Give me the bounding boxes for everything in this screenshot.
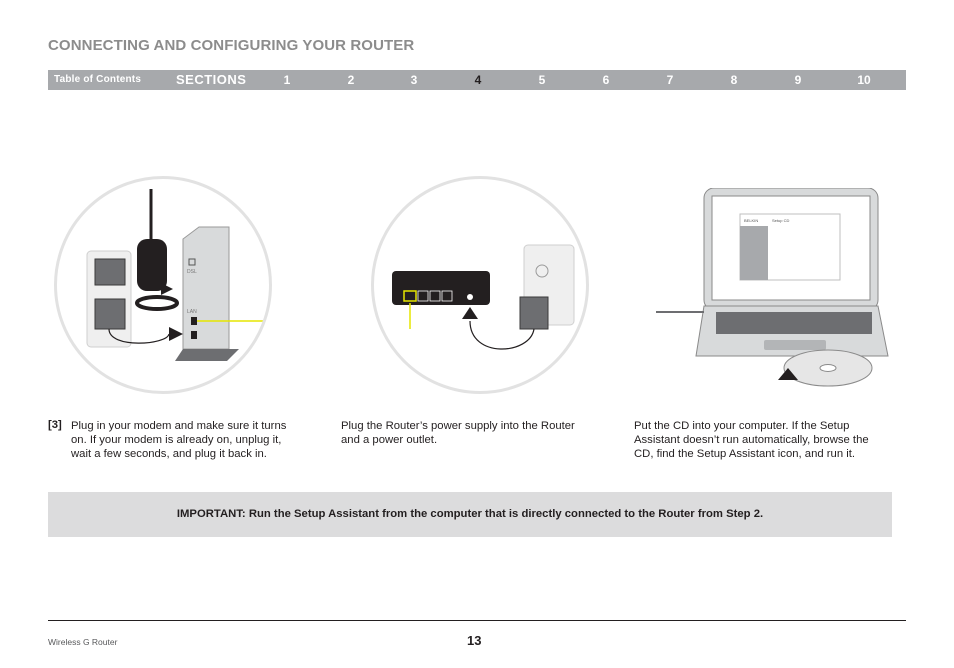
step-number: [3] (48, 419, 62, 431)
caption-line: Plug the Router’s power supply into the … (341, 420, 575, 432)
power-supply-illustration (371, 176, 589, 394)
footer-product-name: Wireless G Router (48, 637, 118, 647)
nav-section-6[interactable]: 6 (602, 73, 610, 87)
caption-line: on. If your modem is already on, unplug … (71, 434, 282, 446)
router-dsl-label: DSL (187, 269, 197, 275)
step-3-caption: Plug in your modem and make sure it turn… (71, 419, 321, 461)
laptop-cd-drawing: BELKIN Setup CD (656, 187, 889, 387)
caption-line: Assistant doesn’t run automatically, bro… (634, 434, 869, 446)
caption-line: Plug in your modem and make sure it turn… (71, 420, 287, 432)
section-nav-bar: Table of Contents SECTIONS 1 2 3 4 5 6 7… (48, 70, 906, 90)
laptop-cd-illustration: BELKIN Setup CD (656, 187, 892, 388)
nav-section-5[interactable]: 5 (538, 73, 546, 87)
footer-divider (48, 620, 906, 621)
router-lan-label: LAN (187, 309, 197, 315)
page-title: CONNECTING AND CONFIGURING YOUR ROUTER (48, 37, 415, 54)
nav-section-2[interactable]: 2 (347, 73, 355, 87)
caption-line: and a power outlet. (341, 434, 438, 446)
caption-line: Put the CD into your computer. If the Se… (634, 420, 850, 432)
caption-line: CD, find the Setup Assistant icon, and r… (634, 448, 856, 460)
sections-label: SECTIONS (176, 72, 247, 87)
nav-section-9[interactable]: 9 (794, 73, 802, 87)
important-note-text: IMPORTANT: Run the Setup Assistant from … (176, 508, 764, 520)
cd-caption: Put the CD into your computer. If the Se… (634, 419, 896, 461)
table-of-contents-link[interactable]: Table of Contents (54, 74, 142, 85)
nav-section-10[interactable]: 10 (857, 73, 871, 87)
caption-line: wait a few seconds, and plug it back in. (71, 448, 267, 460)
nav-section-1[interactable]: 1 (283, 73, 291, 87)
modem-router-illustration: DSL LAN (54, 176, 272, 394)
important-note-box: IMPORTANT: Run the Setup Assistant from … (48, 492, 892, 537)
power-supply-drawing (392, 244, 575, 350)
power-caption: Plug the Router’s power supply into the … (341, 419, 611, 447)
screen-brand-label: BELKIN (744, 218, 758, 223)
modem-router-drawing: DSL LAN (86, 189, 269, 361)
nav-section-4[interactable]: 4 (474, 73, 482, 87)
nav-section-3[interactable]: 3 (410, 73, 418, 87)
screen-window-title: Setup CD (772, 218, 789, 223)
page-number: 13 (467, 633, 482, 648)
nav-section-7[interactable]: 7 (666, 73, 674, 87)
nav-section-8[interactable]: 8 (730, 73, 738, 87)
